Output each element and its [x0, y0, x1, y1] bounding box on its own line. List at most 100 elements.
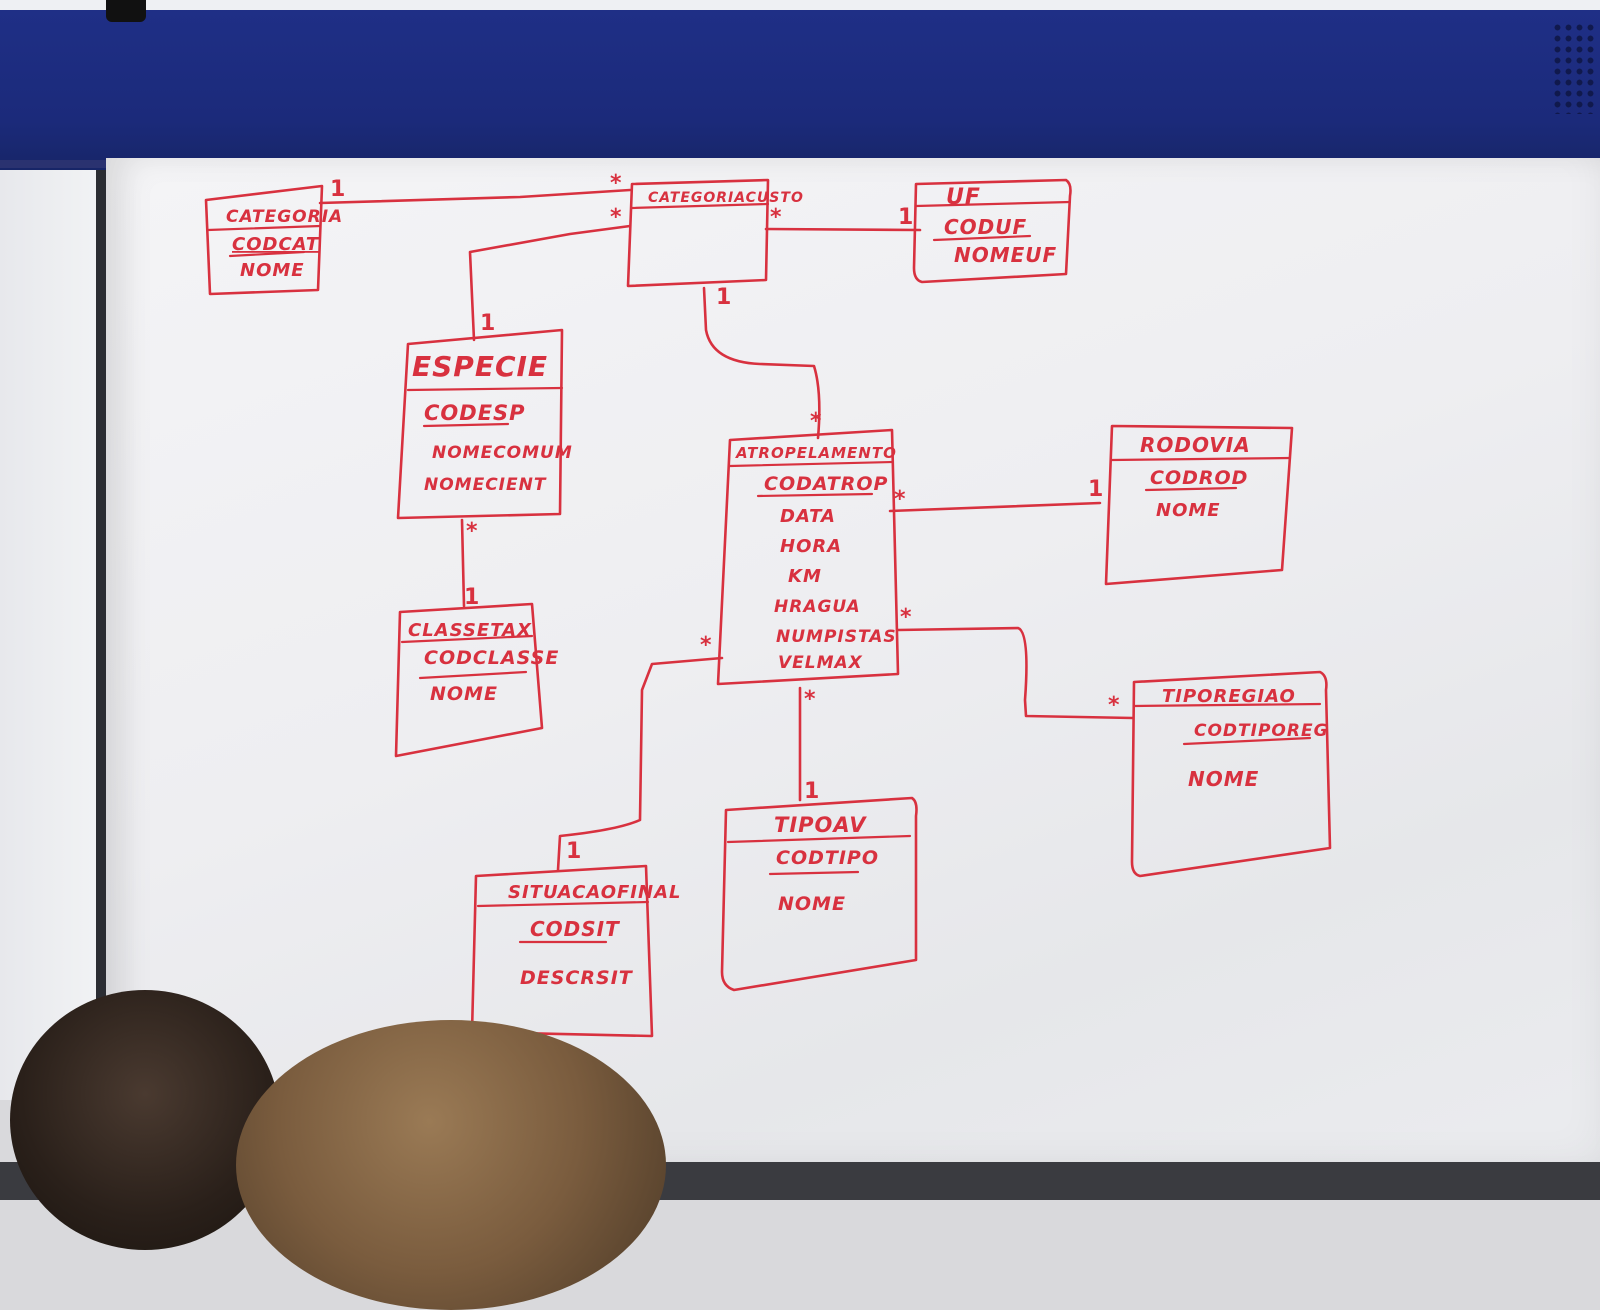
entity-title: TIPOAV	[774, 813, 867, 837]
mult-especie-bottom: *	[466, 519, 478, 544]
entity-attribute: HORA	[780, 536, 842, 557]
mult-atropelamento-left: *	[700, 633, 712, 658]
title-divider	[1110, 456, 1292, 462]
mult-especie-top: 1	[480, 311, 495, 336]
blue-rail	[0, 10, 1600, 170]
title-divider	[400, 634, 534, 644]
entity-attribute: NUMPISTAS	[776, 627, 897, 647]
entity-tipoav: TIPOAV CODTIPO NOME	[720, 796, 918, 992]
mult-categoria: 1	[330, 177, 345, 202]
mult-atropelamento-right: *	[894, 487, 906, 512]
mult-categoriacusto-from-uf: *	[770, 205, 782, 230]
key-underline	[228, 250, 306, 258]
entity-title: UF	[946, 185, 981, 210]
title-divider	[1132, 702, 1322, 708]
entity-key: CODSIT	[530, 917, 620, 941]
speaker-grille	[1552, 22, 1596, 114]
entity-attribute: KM	[788, 566, 822, 587]
line-especie-classetax	[460, 518, 466, 608]
entity-attribute: NOME	[778, 893, 846, 915]
entity-title: CATEGORIA	[226, 207, 343, 227]
entity-title: CATEGORIACUSTO	[648, 190, 804, 206]
entity-title: RODOVIA	[1140, 433, 1251, 457]
title-divider	[914, 200, 1072, 208]
title-divider	[726, 834, 912, 844]
title-divider	[206, 224, 322, 232]
mult-atropelamento-lower-right: *	[900, 605, 912, 630]
camera-icon	[106, 0, 146, 22]
entity-attribute: NOME	[1156, 500, 1221, 521]
entity-attribute: NOME	[1188, 767, 1259, 791]
entity-key: CODCAT	[232, 234, 320, 255]
entity-tiporegiao: TIPOREGIAO CODTIPOREG NOME	[1130, 670, 1332, 878]
entity-attribute: DESCRSIT	[520, 967, 634, 989]
mult-categoriacusto-from-categoria: *	[610, 171, 622, 196]
key-underline	[1182, 736, 1312, 746]
line-especie-categoriacusto	[468, 224, 632, 342]
line-categoriacusto-atropelamento	[702, 286, 821, 440]
audience-head-right	[236, 1020, 666, 1310]
entity-key: CODTIPO	[776, 847, 879, 869]
entity-key: CODUF	[944, 215, 1027, 239]
entity-rodovia: RODOVIA CODROD NOME	[1104, 424, 1294, 586]
er-diagram: CATEGORIA CODCAT NOME CATEGORIACUSTO UF …	[204, 171, 1332, 1038]
entity-attribute: NOMECOMUM	[432, 443, 573, 463]
entity-box	[470, 864, 654, 1038]
entity-title: CLASSETAX	[408, 620, 532, 641]
entity-box	[1130, 670, 1332, 878]
mult-tiporegiao: *	[1108, 693, 1120, 718]
entity-key: CODESP	[424, 401, 526, 425]
key-underline	[768, 870, 860, 876]
line-categoria-categoriacusto	[318, 188, 632, 205]
entity-title: SITUACAOFINAL	[508, 882, 681, 903]
mult-categoriacusto-bottom: 1	[716, 285, 731, 310]
entity-attribute: NOME	[430, 683, 498, 705]
entity-title: ESPECIE	[412, 350, 548, 383]
line-atropelamento-situacaofinal	[556, 656, 724, 872]
title-divider	[476, 900, 650, 908]
entity-title: ATROPELAMENTO	[735, 444, 897, 462]
entity-attribute: DATA	[780, 506, 836, 527]
key-underline	[932, 234, 1032, 242]
mult-uf: 1	[898, 205, 913, 230]
entity-key: CODROD	[1150, 467, 1248, 489]
mult-rodovia: 1	[1088, 477, 1103, 502]
mult-situacaofinal: 1	[566, 839, 581, 864]
entity-attribute: NOMEUF	[954, 243, 1057, 267]
entity-situacaofinal: SITUACAOFINAL CODSIT DESCRSIT	[470, 864, 681, 1038]
multiplicity-labels: 1 * * 1 * 1 1 * * 1 * 1 * * * 1 * 1	[330, 171, 1120, 864]
key-underline	[1144, 486, 1238, 492]
audience-head-left	[10, 990, 280, 1250]
connector-lines	[318, 188, 1135, 872]
key-underline	[756, 492, 874, 498]
entity-atropelamento: ATROPELAMENTO CODATROP DATA HORA KM HRAG…	[716, 428, 900, 686]
title-divider	[630, 202, 770, 210]
mult-atropelamento-bottom: *	[804, 687, 816, 712]
entity-attribute: VELMAX	[778, 653, 863, 673]
line-atropelamento-tiporegiao	[896, 626, 1135, 720]
mult-classetax: 1	[464, 585, 479, 610]
entity-attribute: HRAGUA	[774, 597, 861, 617]
entity-attribute: NOME	[240, 260, 305, 281]
line-atropelamento-rodovia	[888, 501, 1102, 513]
entity-especie: ESPECIE CODESP NOMECOMUM NOMECIENT	[396, 328, 573, 520]
entity-box	[1104, 424, 1294, 586]
entity-uf: UF CODUF NOMEUF	[912, 178, 1072, 284]
line-categoriacusto-uf	[764, 227, 922, 232]
entity-box	[912, 178, 1072, 284]
title-divider	[406, 386, 564, 392]
mult-tipoav: 1	[804, 779, 819, 804]
entity-box	[396, 328, 564, 520]
entity-box	[204, 184, 324, 296]
whiteboard	[106, 158, 1600, 1180]
entity-categoria: CATEGORIA CODCAT NOME	[204, 184, 343, 296]
entity-box	[626, 178, 770, 288]
entity-key: CODATROP	[764, 473, 888, 495]
entity-box	[394, 602, 544, 758]
entity-attribute: NOMECIENT	[424, 475, 547, 495]
entity-classetax: CLASSETAX CODCLASSE NOME	[394, 602, 558, 758]
key-underline	[418, 670, 528, 680]
entity-categoriacusto: CATEGORIACUSTO	[626, 178, 804, 288]
entity-title: TIPOREGIAO	[1162, 686, 1296, 707]
left-whiteboard	[0, 170, 106, 1100]
